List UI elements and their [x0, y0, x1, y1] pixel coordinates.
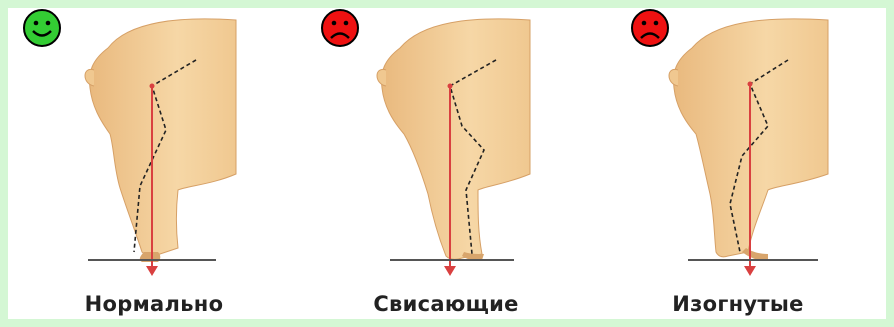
pig-body — [381, 18, 531, 260]
panel-bent: Изогнутые — [592, 8, 884, 319]
tail — [376, 68, 387, 87]
leg-illustration — [84, 18, 237, 276]
tail — [84, 68, 95, 87]
hoof — [742, 248, 768, 261]
leg-illustration — [376, 18, 531, 276]
happy-face-icon — [23, 9, 61, 47]
bone-axis-dashed — [729, 59, 789, 253]
diagram-frame: Нормально — [8, 8, 886, 319]
plumb-arrow — [744, 266, 756, 276]
panel-normal: Нормально — [8, 8, 300, 319]
pig-hindquarter — [668, 18, 829, 261]
leg-illustration — [668, 18, 829, 276]
bone-axis-dashed — [449, 59, 497, 255]
caption-bent: Изогнутые — [672, 292, 804, 316]
caption-normal: Нормально — [84, 292, 224, 316]
sad-face-icon — [631, 9, 669, 47]
hoof — [462, 252, 484, 261]
pig-hindquarter — [84, 18, 237, 262]
pig-hindquarter — [376, 18, 531, 261]
caption-drooping: Свисающие — [373, 292, 519, 316]
plumb-arrow — [444, 266, 456, 276]
plumb-arrow — [146, 266, 158, 276]
panel-drooping: Свисающие — [300, 8, 592, 319]
sad-face-icon — [321, 9, 359, 47]
tail — [668, 68, 679, 87]
